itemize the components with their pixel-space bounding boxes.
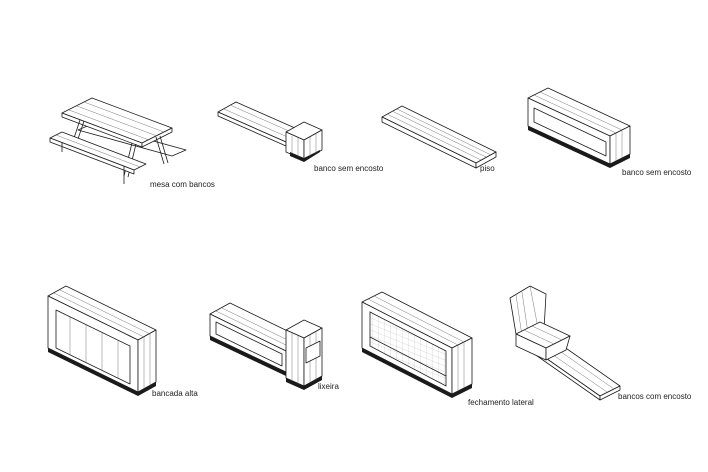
bench-with-bin-drawing [209,302,323,390]
label-mesa-com-bancos: mesa com bancos [150,180,215,189]
bench-with-backrest-drawing [509,285,621,401]
label-banco-sem-encosto-2: banco sem encosto [622,168,692,177]
label-bancada-alta: bancada alta [152,389,198,398]
label-piso: piso [480,164,495,173]
label-banco-sem-encosto-1: banco sem encosto [314,164,384,173]
mesh-frame-drawing [361,291,473,398]
box-bench-drawing [527,87,631,168]
picnic-table-drawing [49,97,187,184]
floor-panel-drawing [381,105,497,169]
label-lixeira: lixeira [318,382,339,391]
bench-with-cube-drawing [217,101,323,162]
label-bancos-com-encosto: bancos com encosto [618,392,692,401]
tall-frame-drawing [47,285,157,396]
label-fechamento-lateral: fechamento lateral [468,398,534,407]
